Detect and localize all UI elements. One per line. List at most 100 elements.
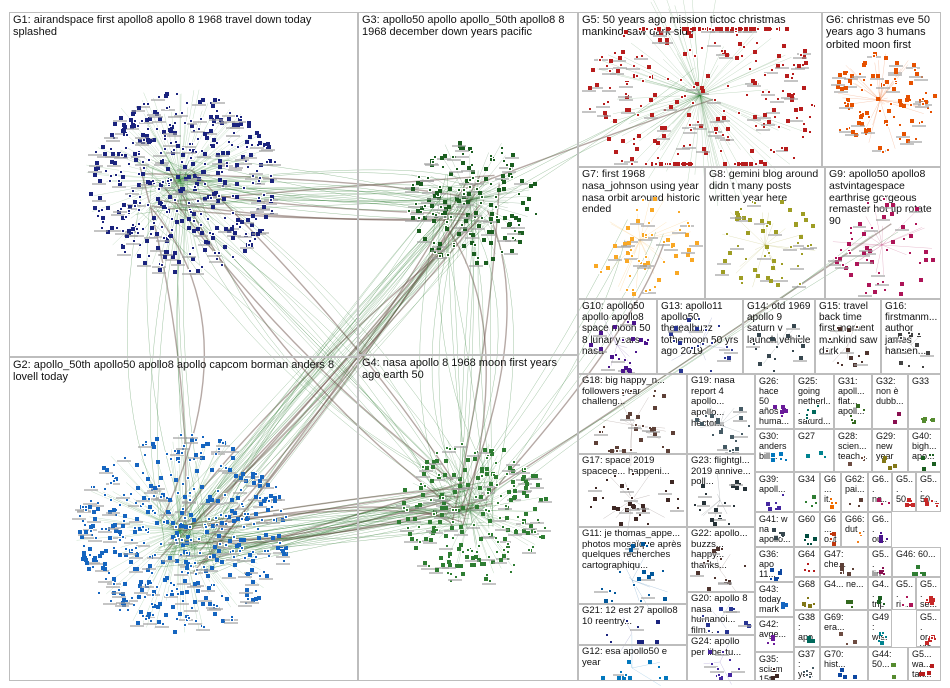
graph-node [246, 217, 251, 222]
group-box-g4: G4: nasa apollo 8 1968 moon first years … [358, 355, 578, 681]
graph-node [460, 529, 465, 534]
graph-node [848, 225, 853, 230]
graph-node [231, 548, 236, 553]
graph-node [697, 507, 702, 512]
node-label-mark [524, 477, 539, 480]
graph-node [250, 550, 255, 555]
graph-node [621, 391, 626, 396]
node-label-mark [698, 495, 713, 498]
graph-node [197, 127, 202, 132]
graph-node [722, 115, 727, 120]
graph-node [513, 489, 518, 493]
node-label-mark [184, 609, 199, 612]
graph-node [508, 569, 513, 574]
graph-node [612, 473, 617, 478]
node-label-mark [250, 146, 265, 149]
graph-node [481, 237, 486, 242]
graph-node [479, 473, 484, 478]
graph-node [258, 495, 263, 500]
graph-node [737, 110, 742, 115]
graph-node [639, 338, 644, 343]
node-label-mark [223, 501, 238, 504]
graph-node [91, 485, 96, 490]
node-label-mark [84, 489, 99, 492]
graph-node [652, 93, 657, 98]
graph-node [268, 198, 273, 203]
graph-node [808, 129, 813, 134]
graph-node [146, 137, 151, 142]
graph-node [137, 151, 142, 156]
graph-node [514, 529, 519, 534]
graph-node [859, 456, 864, 461]
node-label-mark [232, 120, 247, 123]
group-label-g5e: G5... se... gr... [920, 579, 938, 610]
node-label-mark [179, 555, 194, 558]
graph-node [608, 58, 613, 63]
graph-node [231, 555, 236, 560]
node-label-mark [428, 531, 443, 534]
graph-node [92, 516, 97, 521]
graph-node [875, 97, 880, 102]
graph-node [112, 549, 117, 554]
graph-node [187, 498, 192, 503]
graph-node [427, 519, 432, 524]
graph-node [487, 519, 492, 524]
node-label-mark [790, 67, 805, 70]
node-label-mark [645, 431, 660, 434]
graph-node [802, 602, 807, 607]
graph-node [707, 587, 712, 591]
graph-node [430, 464, 435, 469]
node-label-mark [172, 192, 187, 195]
graph-node [143, 453, 148, 458]
graph-node [180, 451, 185, 456]
graph-node [105, 205, 110, 210]
node-label-mark [725, 31, 740, 33]
graph-node [669, 105, 674, 110]
node-label-mark [434, 510, 449, 513]
node-label-mark [210, 553, 225, 556]
graph-node [885, 248, 890, 253]
graph-node [847, 78, 852, 83]
graph-node [193, 184, 197, 189]
node-label-mark [601, 89, 616, 92]
graph-node [811, 665, 816, 670]
graph-node [607, 588, 612, 593]
node-label-mark [425, 215, 440, 218]
graph-node [689, 345, 694, 350]
node-label-mark [461, 170, 476, 173]
graph-node [752, 27, 757, 32]
graph-node [212, 191, 217, 196]
graph-node [683, 52, 688, 57]
node-label-mark [785, 327, 800, 330]
graph-node [861, 407, 866, 412]
graph-node [215, 109, 220, 114]
graph-node [661, 239, 666, 244]
group-label-g36: G36: apo 11... [759, 549, 779, 580]
node-label-mark [717, 263, 731, 266]
graph-node [800, 251, 805, 256]
group-box-g5e: G5... se... gr... [916, 577, 941, 610]
graph-node [129, 492, 134, 497]
graph-node [615, 449, 620, 453]
graph-node [103, 487, 108, 492]
graph-node [144, 617, 149, 622]
node-label-mark [169, 453, 184, 456]
graph-node [629, 156, 634, 161]
graph-node [713, 98, 718, 103]
graph-node [780, 493, 785, 498]
graph-node [406, 516, 411, 521]
node-label-mark [152, 154, 167, 157]
node-label-mark [266, 163, 281, 166]
node-label-mark [160, 513, 175, 516]
node-label-mark [165, 151, 180, 154]
node-label-mark [453, 445, 468, 448]
graph-node [151, 589, 156, 594]
graph-node [748, 27, 753, 31]
graph-node [882, 456, 887, 461]
node-label-mark [196, 174, 211, 177]
graph-node [726, 126, 731, 131]
graph-node [700, 46, 705, 51]
graph-node [143, 594, 148, 599]
graph-node [620, 484, 625, 489]
graph-node [460, 550, 465, 555]
